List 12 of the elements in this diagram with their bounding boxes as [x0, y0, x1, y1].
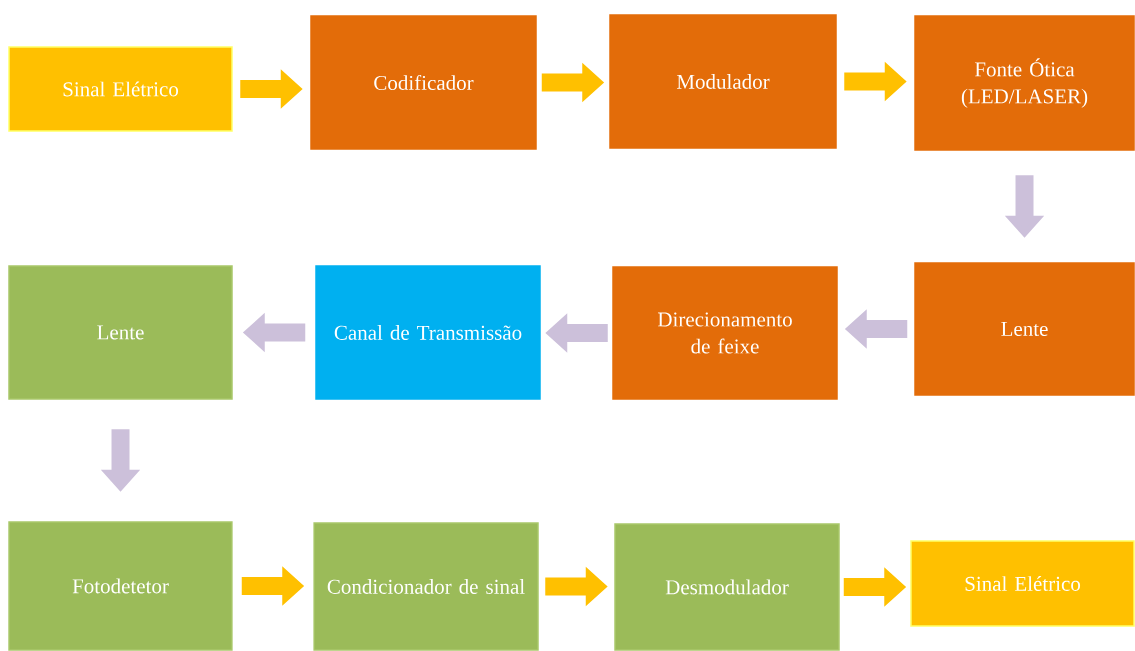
process-box: Lente: [8, 265, 233, 400]
process-box: Fonte Ótica (LED/LASER): [914, 15, 1135, 151]
process-box: Fotodetetor: [8, 521, 233, 651]
process-box: Sinal Elétrico: [910, 540, 1135, 627]
process-box: Canal de Transmissão: [315, 265, 541, 400]
process-box: Codificador: [310, 15, 537, 150]
process-box: Lente: [914, 262, 1135, 396]
process-box: Modulador: [609, 14, 837, 149]
process-box: Desmodulador: [614, 523, 840, 651]
process-box: Sinal Elétrico: [8, 46, 233, 132]
process-box: Direcionamento de feixe: [612, 266, 838, 400]
process-box: Condicionador de sinal: [313, 522, 539, 651]
